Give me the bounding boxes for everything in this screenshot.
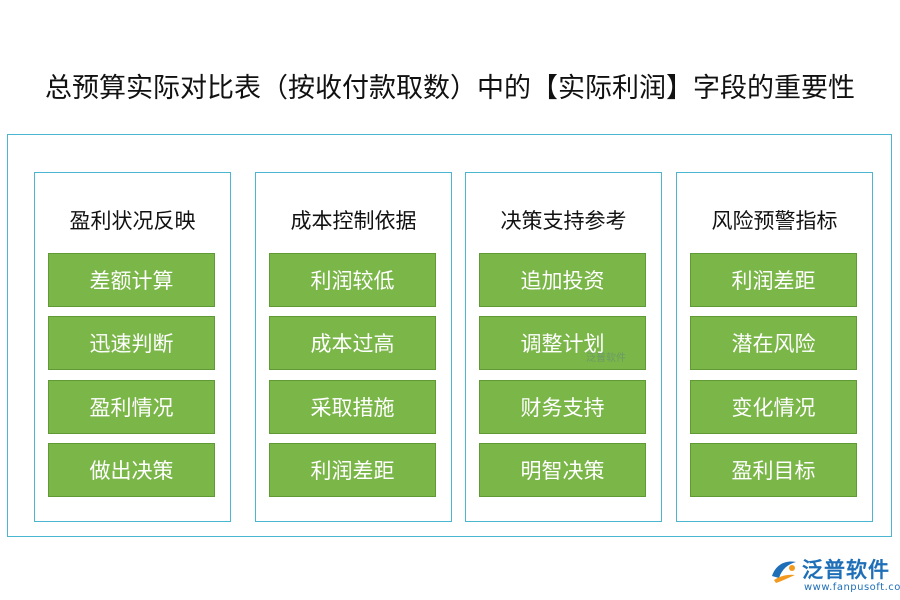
item-box: 成本过高 [269,316,436,370]
item-box: 调整计划 [479,316,646,370]
item-box: 潜在风险 [690,316,857,370]
item-box: 利润差距 [269,443,436,497]
item-box: 利润较低 [269,253,436,307]
column-risk-warning: 风险预警指标 利润差距 潜在风险 变化情况 盈利目标 [676,172,873,522]
item-box: 差额计算 [48,253,215,307]
fanpu-logo-icon [772,561,796,583]
column-title: 风险预警指标 [711,209,838,233]
item-box: 盈利情况 [48,380,215,434]
column-title: 成本控制依据 [290,209,417,233]
item-box: 采取措施 [269,380,436,434]
column-title: 盈利状况反映 [69,209,196,233]
column-cost-control: 成本控制依据 利润较低 成本过高 采取措施 利润差距 [255,172,452,522]
item-box: 迅速判断 [48,316,215,370]
logo-url: www.fanpusoft.com [804,582,900,593]
item-box: 财务支持 [479,380,646,434]
column-profit-status: 盈利状况反映 差额计算 迅速判断 盈利情况 做出决策 [34,172,231,522]
brand-logo: 泛普软件 www.fanpusoft.com [768,552,900,598]
item-box: 利润差距 [690,253,857,307]
logo-name: 泛普软件 [802,558,890,582]
column-title: 决策支持参考 [500,209,627,233]
diagram-frame [7,134,892,537]
item-box: 做出决策 [48,443,215,497]
item-box: 明智决策 [479,443,646,497]
item-box: 变化情况 [690,380,857,434]
watermark: 泛普软件 [586,353,626,364]
item-box: 追加投资 [479,253,646,307]
page-title: 总预算实际对比表（按收付款取数）中的【实际利润】字段的重要性 [45,73,855,104]
item-box: 盈利目标 [690,443,857,497]
column-decision-support: 决策支持参考 追加投资 调整计划 财务支持 明智决策 [465,172,662,522]
